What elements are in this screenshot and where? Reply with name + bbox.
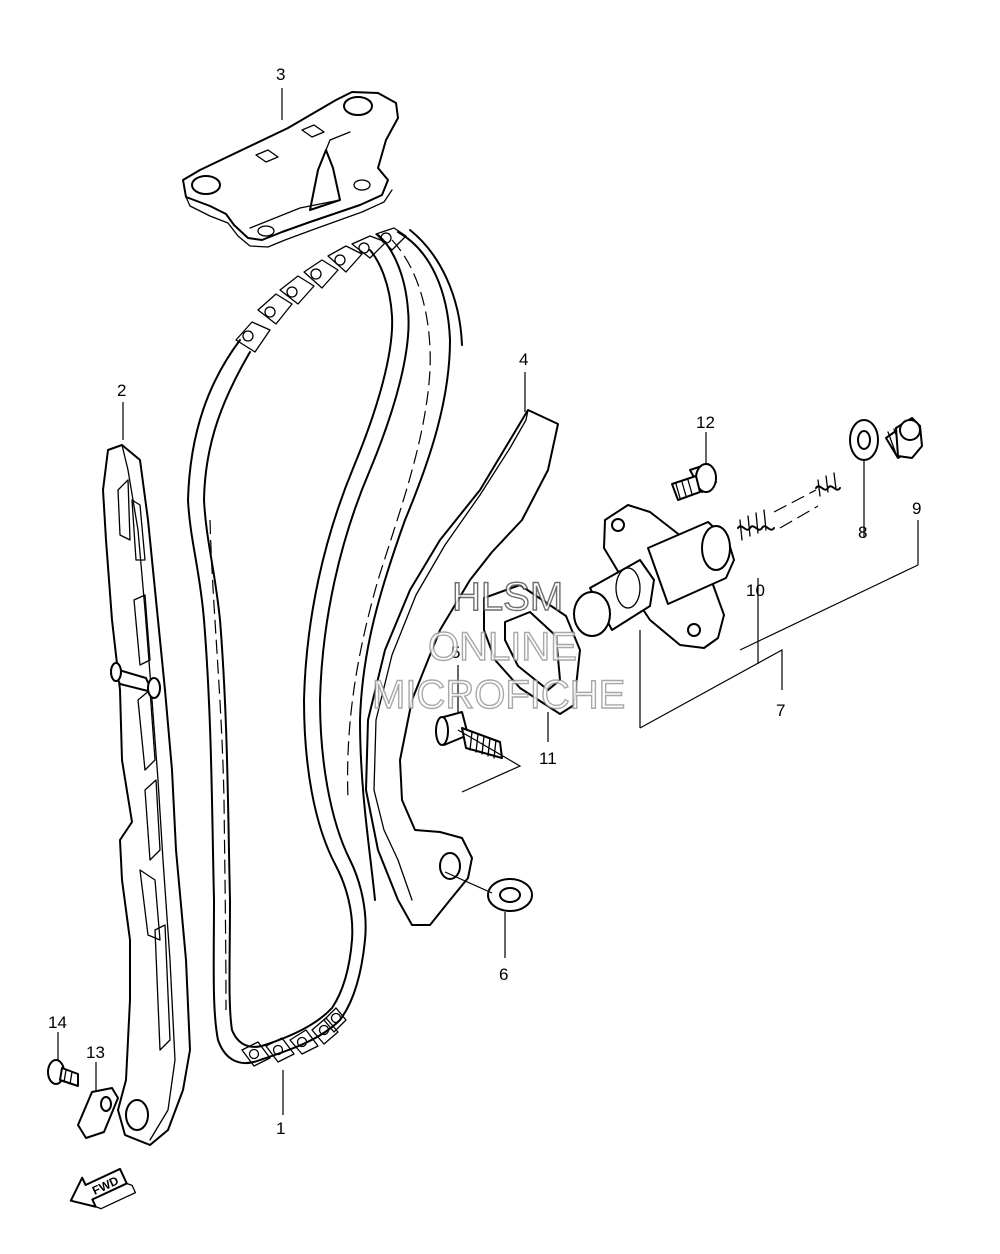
part-2-chain-guide[interactable] bbox=[102, 444, 191, 1146]
part-10-springs[interactable] bbox=[737, 472, 841, 541]
part-6-washer[interactable] bbox=[444, 871, 533, 912]
part-1-cam-chain[interactable] bbox=[187, 227, 463, 1067]
callout-6: 6 bbox=[499, 965, 508, 984]
part-3-guide-bracket[interactable] bbox=[182, 91, 399, 248]
part-11-gasket[interactable] bbox=[483, 584, 581, 715]
callout-5: 5 bbox=[451, 643, 460, 662]
part-9-plug-bolt[interactable] bbox=[885, 417, 923, 459]
part-12-bolt[interactable] bbox=[671, 463, 717, 501]
callout-3: 3 bbox=[276, 65, 285, 84]
part-13-plate[interactable] bbox=[77, 1087, 119, 1139]
part-5-bolt[interactable] bbox=[435, 711, 503, 759]
callout-2: 2 bbox=[117, 381, 126, 400]
part-8-washer[interactable] bbox=[849, 419, 879, 461]
callout-7: 7 bbox=[776, 701, 785, 720]
callout-11: 11 bbox=[539, 749, 557, 768]
callout-14: 14 bbox=[48, 1013, 67, 1032]
watermark-line2: ONLINE bbox=[428, 625, 577, 669]
callout-8: 8 bbox=[858, 523, 867, 542]
callout-4: 4 bbox=[519, 350, 528, 369]
callout-labels: 1 2 3 4 5 6 7 8 9 10 11 12 13 14 bbox=[48, 65, 921, 1138]
callout-9: 9 bbox=[912, 499, 921, 518]
watermark: HLSM ONLINE MICROFICHE bbox=[371, 574, 626, 717]
watermark-line3: MICROFICHE bbox=[372, 673, 625, 717]
callout-13: 13 bbox=[86, 1043, 105, 1062]
part-4-tensioner-arm[interactable] bbox=[365, 409, 559, 926]
callout-1: 1 bbox=[276, 1119, 285, 1138]
callout-10: 10 bbox=[746, 581, 765, 600]
watermark-line1: HLSM bbox=[452, 575, 563, 619]
part-14-screw[interactable] bbox=[47, 1059, 79, 1087]
callout-12: 12 bbox=[696, 413, 715, 432]
part-7-tensioner-adjuster[interactable] bbox=[573, 504, 735, 649]
leader-lines bbox=[57, 88, 919, 1115]
fwd-arrow-icon: FWD bbox=[69, 1167, 137, 1210]
